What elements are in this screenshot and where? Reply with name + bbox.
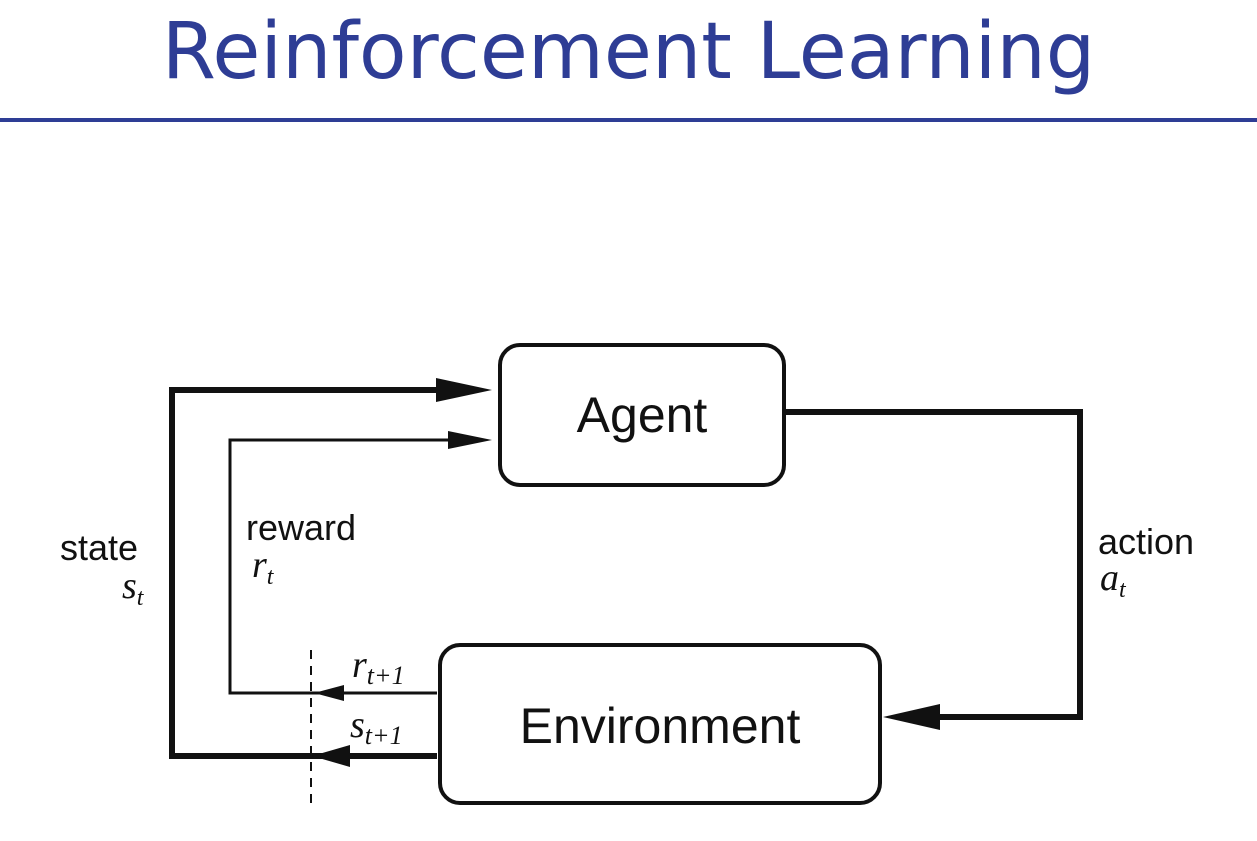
state-label: state st	[60, 527, 145, 611]
title-divider	[0, 118, 1257, 122]
next-reward-arrowhead	[314, 685, 344, 701]
state-symbol: st	[122, 565, 145, 611]
state-arrowhead	[436, 378, 492, 402]
environment-box	[438, 643, 882, 805]
action-edge	[784, 409, 1083, 730]
agent-node: Agent	[498, 343, 786, 487]
action-arrowhead	[883, 704, 940, 730]
action-label: action at	[1098, 521, 1194, 603]
action-symbol: at	[1100, 557, 1127, 603]
environment-label: Environment	[520, 698, 801, 754]
state-edge	[169, 378, 492, 767]
reward-label: reward rt	[246, 507, 356, 590]
reward-edge	[228, 431, 492, 701]
next-state-label: st+1	[350, 704, 403, 750]
action-word: action	[1098, 521, 1194, 562]
slide-title: Reinforcement Learning	[161, 7, 1096, 97]
next-state-arrowhead	[312, 745, 350, 767]
next-reward-label: rt+1	[352, 644, 405, 690]
agent-label: Agent	[577, 387, 708, 443]
reward-arrowhead	[448, 431, 492, 449]
reward-word: reward	[246, 507, 356, 548]
environment-node: Environment	[438, 643, 882, 805]
state-word: state	[60, 527, 138, 568]
reward-symbol: rt	[252, 544, 275, 590]
